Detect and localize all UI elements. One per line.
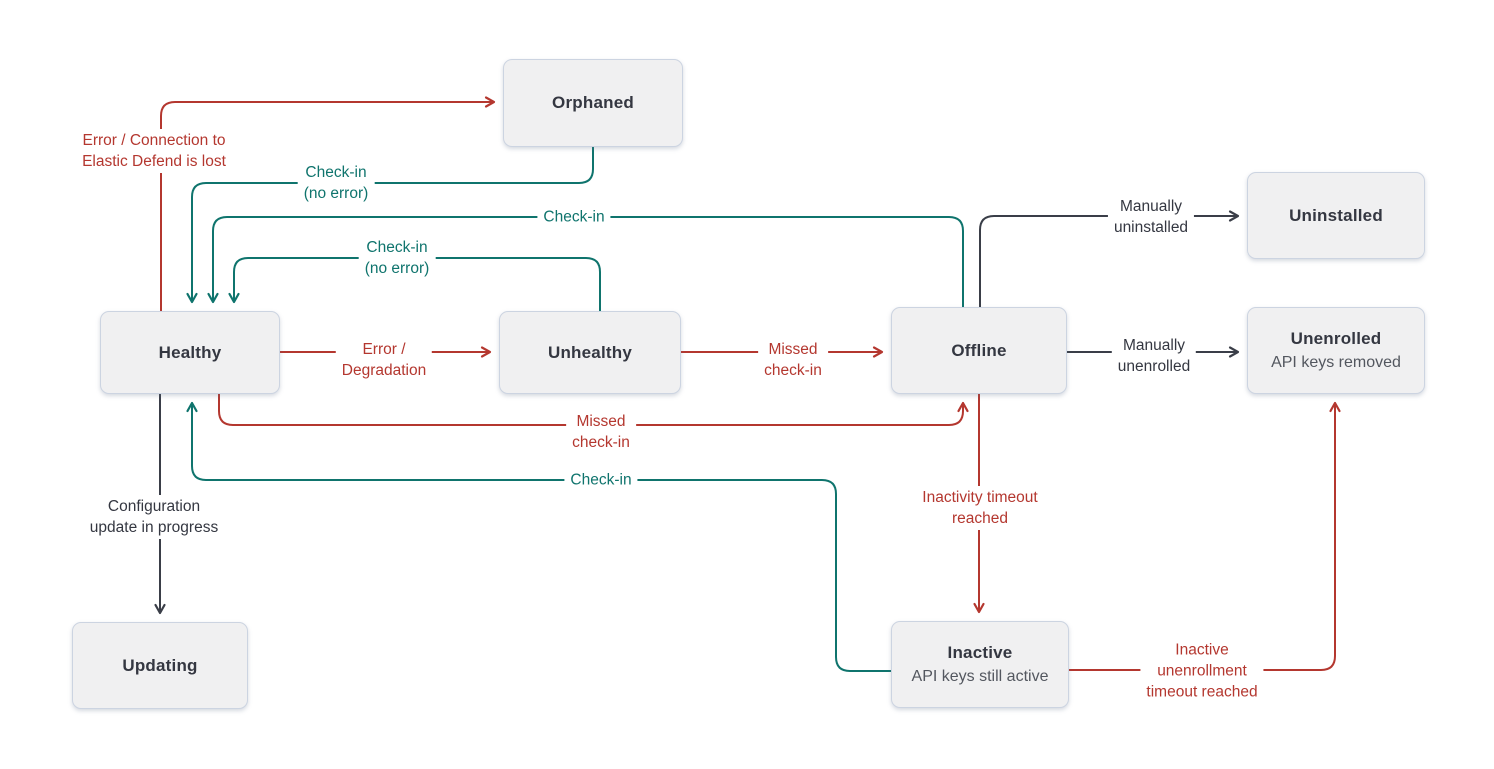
edge-label-checkin-no-error-from-orphaned: Check-in (no error): [297, 161, 375, 205]
node-inactive-label: Inactive: [947, 643, 1013, 662]
edge-inactive-to-unenrolled: [1069, 401, 1341, 671]
edge-label-inactivity-timeout: Inactivity timeout reached: [916, 486, 1044, 530]
edge-label-error-connection-lost: Error / Connection to Elastic Defend is …: [76, 129, 232, 173]
edge-label-manually-unenrolled: Manually unenrolled: [1111, 334, 1197, 378]
edge-label-error-degradation: Error / Degradation: [335, 338, 433, 382]
edge-offline-to-healthy: [207, 216, 964, 307]
node-offline: Offline: [891, 307, 1067, 394]
edge-label-checkin-no-error-from-unhealthy: Check-in (no error): [358, 236, 436, 280]
node-uninstalled-label: Uninstalled: [1289, 205, 1383, 225]
edge-healthy-to-orphaned: [160, 96, 496, 311]
edge-offline-to-uninstalled: [979, 210, 1240, 307]
edge-orphaned-to-healthy: [186, 147, 594, 304]
node-offline-label: Offline: [951, 340, 1007, 360]
node-uninstalled: Uninstalled: [1247, 172, 1425, 259]
edge-inactive-to-healthy: [186, 401, 891, 672]
edge-label-inactive-unenrollment-timeout: Inactive unenrollment timeout reached: [1140, 638, 1264, 704]
node-inactive-sublabel: API keys still active: [911, 668, 1049, 685]
node-orphaned: Orphaned: [503, 59, 683, 147]
node-healthy: Healthy: [100, 311, 280, 394]
node-healthy-label: Healthy: [158, 342, 222, 362]
edge-label-checkin-from-offline: Check-in: [537, 205, 611, 229]
edge-label-checkin-from-inactive: Check-in: [564, 468, 638, 492]
edge-label-missed-checkin-healthy: Missed check-in: [566, 410, 636, 454]
edge-label-missed-checkin-unhealthy: Missed check-in: [758, 338, 828, 382]
node-inactive: Inactive API keys still active: [891, 621, 1069, 708]
node-unenrolled-label: Unenrolled: [1290, 329, 1382, 348]
node-updating: Updating: [72, 622, 248, 709]
node-updating-label: Updating: [122, 655, 198, 675]
node-unhealthy: Unhealthy: [499, 311, 681, 394]
node-unenrolled-sublabel: API keys removed: [1271, 354, 1401, 371]
node-unhealthy-label: Unhealthy: [548, 342, 632, 362]
node-orphaned-label: Orphaned: [552, 93, 634, 112]
edge-label-manually-uninstalled: Manually uninstalled: [1107, 195, 1195, 239]
node-unenrolled: Unenrolled API keys removed: [1247, 307, 1425, 394]
edge-label-configuration-update: Configuration update in progress: [83, 495, 225, 539]
